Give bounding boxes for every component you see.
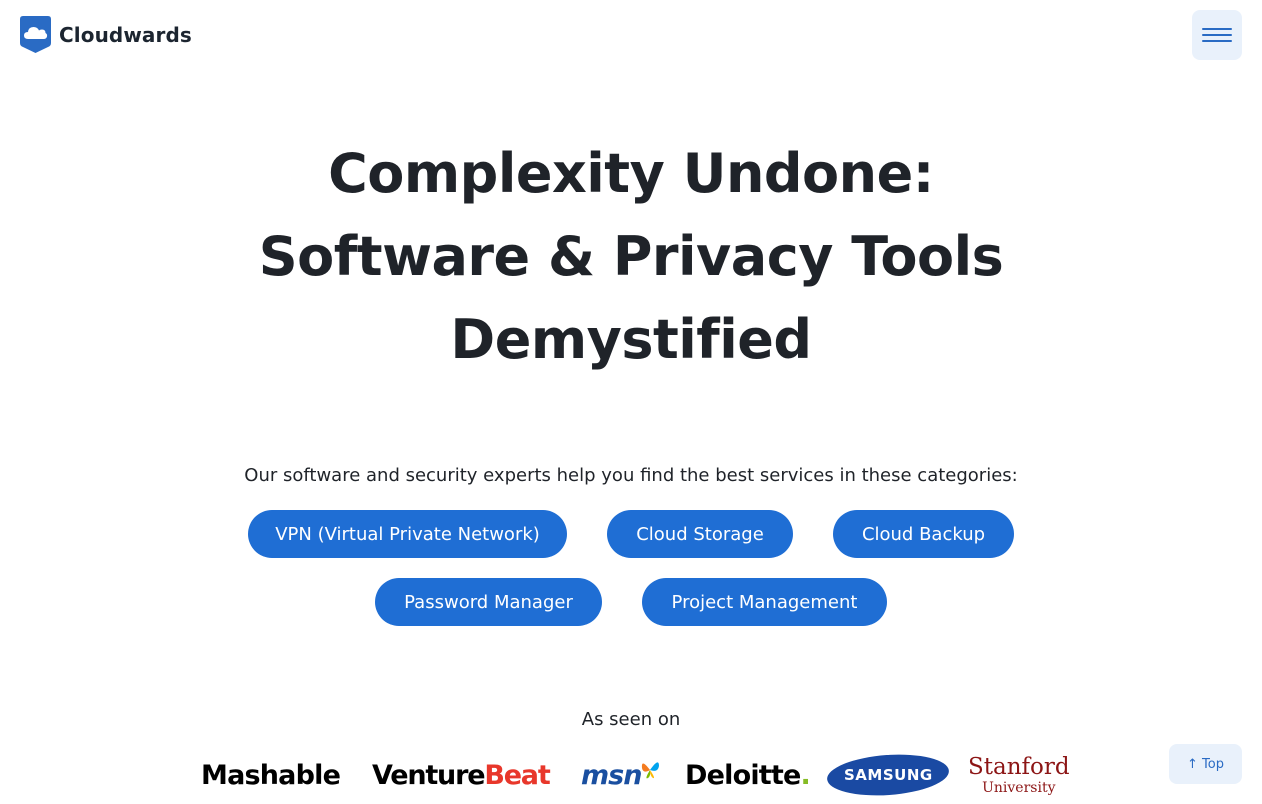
butterfly-icon — [642, 762, 660, 779]
stanford-logo-subtext: University — [982, 779, 1056, 796]
venturebeat-logo-text: Venture — [372, 759, 486, 791]
back-to-top-button[interactable]: ↑ Top — [1169, 744, 1242, 784]
stanford-logo-text: Stanford — [968, 753, 1070, 780]
mashable-logo-text: Mashable — [201, 759, 341, 791]
intro-text: Our software and security experts help y… — [244, 465, 1018, 486]
category-project-management-button[interactable]: Project Management — [642, 578, 887, 626]
site-header: Cloudwards — [0, 0, 1262, 70]
msn-logo: msn — [581, 750, 661, 800]
as-seen-on-label: As seen on — [581, 709, 681, 730]
deloitte-logo: Deloitte. — [685, 750, 811, 800]
hero-title-line: Demystified — [450, 308, 812, 371]
msn-logo-text: msn — [581, 759, 642, 791]
category-vpn-button[interactable]: VPN (Virtual Private Network) — [248, 510, 567, 558]
menu-button[interactable] — [1192, 10, 1242, 60]
cloud-shield-logo-icon — [20, 16, 51, 53]
logo-text: Cloudwards — [59, 22, 192, 47]
deloitte-logo-dot: . — [800, 759, 811, 791]
samsung-logo: SAMSUNG — [825, 750, 951, 800]
stanford-logo: Stanford University — [968, 750, 1070, 800]
category-cloud-backup-button[interactable]: Cloud Backup — [833, 510, 1014, 558]
hamburger-icon-bar — [1202, 34, 1232, 36]
mashable-logo: Mashable — [201, 750, 341, 800]
category-password-manager-button[interactable]: Password Manager — [375, 578, 602, 626]
hero-title-line: Complexity Undone: — [328, 142, 934, 205]
category-cloud-storage-button[interactable]: Cloud Storage — [607, 510, 793, 558]
hero-title-line: Software & Privacy Tools — [258, 225, 1004, 288]
category-row: Password Manager Project Management — [0, 578, 1262, 626]
samsung-logo-oval: SAMSUNG — [825, 750, 951, 800]
cloudwards-logo-link[interactable]: Cloudwards — [20, 16, 192, 53]
category-row: VPN (Virtual Private Network) Cloud Stor… — [0, 510, 1262, 558]
deloitte-logo-text: Deloitte — [685, 759, 801, 791]
venturebeat-logo-beat: Beat — [484, 759, 550, 791]
samsung-logo-text: SAMSUNG — [843, 766, 933, 785]
hamburger-icon-bar — [1202, 40, 1232, 42]
hero-title: Complexity Undone: Software & Privacy To… — [0, 132, 1262, 381]
hamburger-icon — [1202, 28, 1232, 30]
